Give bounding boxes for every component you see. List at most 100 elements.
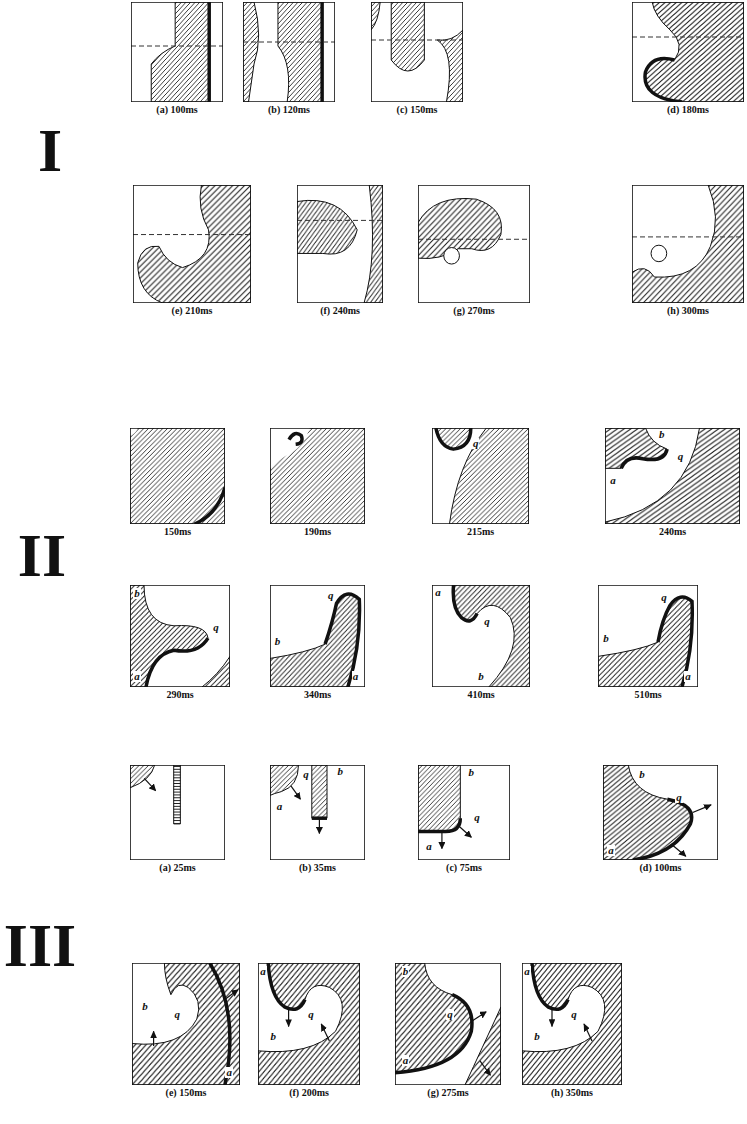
panel-caption: 290ms [166,690,193,700]
simulation-panel [632,185,744,303]
hatched-region [364,185,383,303]
row-numeral: I [38,119,62,181]
simulation-panel [270,585,365,687]
wavefront-line [320,2,324,102]
panel-border [131,2,223,102]
panel-border [603,765,718,860]
panel-caption: 510ms [634,690,661,700]
simulation-panel [395,963,501,1085]
wave-label: q [327,590,335,601]
hatched-region [130,428,225,524]
wave-label: a [684,671,692,682]
panel-border [598,585,698,687]
hatched-region [278,2,322,102]
hatched-region [522,963,622,1085]
wave-label: b [658,429,666,440]
wavefront-line [207,2,211,102]
hatched-region [297,200,357,254]
hatched-region [391,2,424,71]
wave-label: a [607,845,615,856]
hatched-region [395,963,472,1073]
propagation-arrow [480,1061,491,1076]
wave-label: a [402,1055,410,1066]
reference-line [632,37,744,38]
panel-ground [603,765,718,860]
simulation-panel [605,428,740,524]
simulation-panel [130,765,225,860]
reference-line [632,236,744,237]
unexcited-region [270,428,310,468]
hatched-region [632,185,744,303]
panel-ground [270,585,365,687]
panel-border [522,963,622,1085]
stimulus-strip [174,765,181,824]
propagation-arrow [584,1024,592,1041]
hatched-region [603,765,692,860]
wavefront-line [395,995,472,1073]
panel-border [130,428,225,524]
hatched-region [270,428,365,524]
propagation-arrow [288,1009,289,1026]
panel-caption: (f) 240ms [320,306,360,316]
reference-line [243,42,335,43]
simulation-panel [432,428,529,524]
propagation-arrow [225,990,238,1000]
simulation-panel [132,963,240,1085]
wave-label: a [352,671,360,682]
wave-label: q [675,792,683,803]
panel-ground [371,2,463,102]
simulation-panel [432,585,530,687]
wave-label: b [468,767,476,778]
panel-border [297,185,383,303]
wave-label: q [472,438,480,449]
wave-label: q [302,769,310,780]
panel-border [270,428,365,524]
simulation-panel [270,428,365,524]
panel-border [371,2,463,102]
wavefront-line [658,597,692,687]
propagation-arrow [321,1024,329,1041]
simulation-panel [418,765,510,860]
wave-label: b [533,1031,541,1042]
simulation-panel [371,2,463,102]
propagation-arrow [153,1031,154,1046]
hatched-region [132,963,240,1085]
panel-border [418,765,510,860]
wave-label: a [133,671,141,682]
panel-ground [395,963,501,1085]
wavefront-line [325,594,359,687]
panel-border [395,963,501,1085]
wavefront-line [633,799,692,860]
wave-label: q [483,616,491,627]
panel-ground [133,185,251,303]
reference-line [133,234,251,235]
panel-caption: (h) 300ms [667,306,709,316]
panel-caption: (e) 210ms [172,306,213,316]
simulation-panel [243,2,335,102]
wave-label: b [638,769,646,780]
wave-label: b [477,671,485,682]
hatched-region [138,185,251,303]
wave-label: q [677,451,685,462]
panel-ground [432,585,530,687]
wavefront-line [621,449,667,468]
wave-label: a [276,801,284,812]
row-numeral: III [4,914,76,976]
simulation-panel [522,963,622,1085]
panel-caption: (b) 35ms [299,863,336,873]
wave-label: b [402,966,410,977]
hatched-region [605,428,667,468]
wave-label: a [523,966,531,977]
panel-caption: (c) 75ms [446,863,482,873]
panel-ground [130,765,225,860]
wave-label: a [425,841,433,852]
wave-label: q [473,812,481,823]
panel-border [130,585,230,687]
panel-ground [522,963,622,1085]
panel-caption: (d) 180ms [667,105,709,115]
hatched-region [453,585,530,687]
panel-border [632,185,744,303]
wave-label: q [570,1009,578,1020]
hatched-region [243,2,259,102]
panel-ground [605,428,740,524]
